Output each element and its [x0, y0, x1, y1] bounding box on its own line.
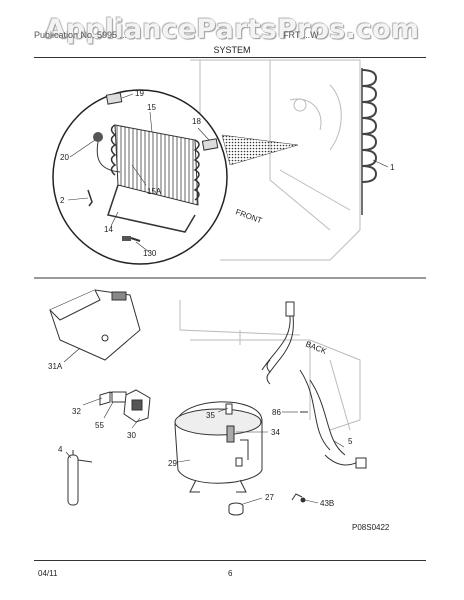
- header-rule: [34, 57, 426, 58]
- callout-19: 19: [135, 89, 144, 98]
- callout-4: 4: [58, 445, 63, 454]
- cabinet-outline: [190, 59, 361, 261]
- wiring-harness: [261, 301, 367, 469]
- condenser-coil: [361, 68, 378, 215]
- model-header: FRT ...W: [283, 30, 319, 40]
- relay-assembly: [99, 389, 151, 423]
- callout-14: 14: [104, 225, 113, 234]
- callout-29: 29: [168, 459, 177, 468]
- label-front: FRONT: [234, 207, 263, 225]
- bottom-leaders: [63, 347, 345, 505]
- callout-31a: 31A: [48, 362, 63, 371]
- footer-page-number: 6: [228, 569, 233, 578]
- drier-filter: [67, 450, 93, 506]
- footer-rule: [34, 560, 426, 561]
- callout-15: 15: [147, 103, 156, 112]
- defrost-thermostat: [93, 132, 121, 173]
- evaporator: [110, 124, 200, 206]
- callout-30: 30: [127, 431, 136, 440]
- callout-32: 32: [72, 407, 81, 416]
- clip-43b: [291, 493, 306, 503]
- callout-34: 34: [271, 428, 280, 437]
- callout-15a: 15A: [147, 187, 162, 196]
- label-back: BACK: [304, 340, 328, 357]
- pad-19: [105, 92, 123, 105]
- callout-35: 35: [206, 411, 215, 420]
- callout-2: 2: [60, 196, 65, 205]
- clip-2: [87, 189, 93, 207]
- callout-130: 130: [143, 249, 157, 258]
- evaporator-pan: [49, 289, 141, 361]
- publication-header: Publication No. 5995 ...: [34, 30, 128, 40]
- callout-18: 18: [192, 117, 201, 126]
- section-title: SYSTEM: [213, 45, 251, 55]
- callout-86: 86: [272, 408, 281, 417]
- drain-line: [107, 184, 196, 233]
- callout-43b: 43B: [320, 499, 334, 508]
- screw-130: [122, 236, 141, 242]
- cabinet-back-outline: [179, 300, 361, 431]
- watermark: AppliancePartsPros.com: [44, 14, 420, 45]
- callout-55: 55: [95, 421, 104, 430]
- footer-date: 04/11: [38, 569, 58, 578]
- callout-5: 5: [348, 437, 353, 446]
- callout-27: 27: [265, 493, 274, 502]
- top-leaders: [67, 93, 389, 253]
- diagram-code: P08S0422: [352, 523, 390, 532]
- grommet-27: [228, 502, 244, 516]
- detail-pointer: [221, 134, 299, 166]
- callout-1: 1: [390, 163, 395, 172]
- callout-20: 20: [60, 153, 69, 162]
- pad-18: [201, 138, 219, 151]
- compressor: [174, 401, 263, 493]
